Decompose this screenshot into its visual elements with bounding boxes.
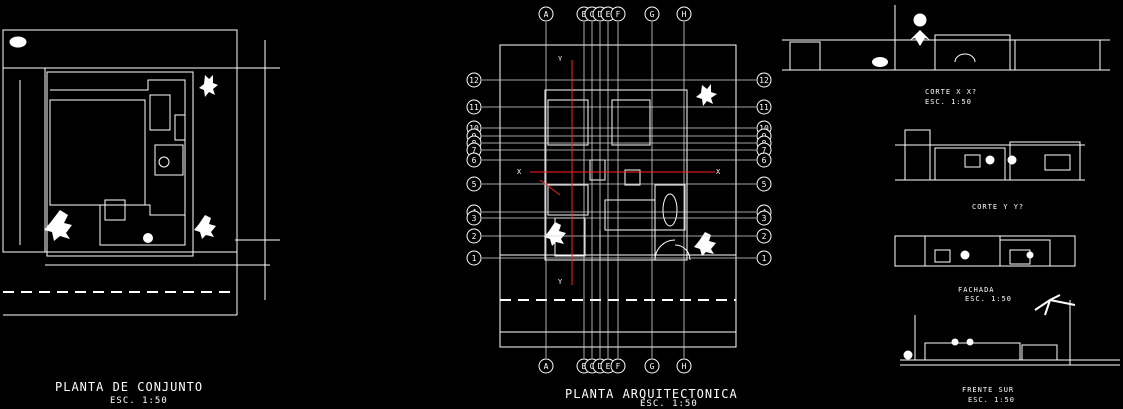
south-front-title: FRENTE SUR bbox=[962, 386, 1015, 394]
svg-text:C: C bbox=[590, 10, 595, 19]
svg-text:D: D bbox=[598, 10, 603, 19]
svg-text:5: 5 bbox=[472, 180, 477, 189]
svg-text:7: 7 bbox=[762, 146, 767, 155]
grid-bubble-row-right: 12 bbox=[756, 72, 772, 88]
svg-text:B: B bbox=[582, 362, 587, 371]
grid-bubble-row-left: 2 bbox=[466, 228, 482, 244]
svg-text:11: 11 bbox=[759, 103, 769, 112]
svg-text:10: 10 bbox=[759, 124, 769, 133]
svg-text:3: 3 bbox=[472, 214, 477, 223]
grid-bubble-col-bottom: F bbox=[610, 358, 626, 374]
grid-bubble-row-right: 1 bbox=[756, 250, 772, 266]
svg-text:6: 6 bbox=[762, 156, 767, 165]
svg-text:A: A bbox=[544, 10, 549, 19]
svg-text:E: E bbox=[606, 362, 611, 371]
section-marker-y-top: Y bbox=[558, 55, 564, 63]
svg-text:G: G bbox=[650, 10, 655, 19]
svg-text:2: 2 bbox=[472, 232, 477, 241]
grid-bubble-col-bottom: A bbox=[538, 358, 554, 374]
svg-text:3: 3 bbox=[762, 214, 767, 223]
svg-text:1: 1 bbox=[762, 254, 767, 263]
section-yy-title: CORTE Y Y? bbox=[972, 203, 1025, 211]
grid-bubble-row-left: 11 bbox=[466, 99, 482, 115]
svg-text:12: 12 bbox=[759, 76, 769, 85]
grid-bubble-row-right: 2 bbox=[756, 228, 772, 244]
svg-text:5: 5 bbox=[762, 180, 767, 189]
grid-bubble-row-left: 6 bbox=[466, 152, 482, 168]
svg-text:12: 12 bbox=[469, 76, 479, 85]
svg-text:F: F bbox=[616, 362, 621, 371]
elevations bbox=[782, 5, 1120, 366]
grid-bubble-row-right: 5 bbox=[756, 176, 772, 192]
architectural-plan-title: PLANTA ARQUITECTONICA bbox=[565, 387, 738, 401]
svg-text:7: 7 bbox=[472, 146, 477, 155]
grid-bubble-col-top: F bbox=[610, 6, 626, 22]
grid-bubble-col-bottom: H bbox=[676, 358, 692, 374]
structural-grid-bubbles: AABBCCDDEEFFGGHH121211111010998877665544… bbox=[466, 6, 772, 374]
section-cut-lines bbox=[530, 60, 715, 285]
svg-text:F: F bbox=[616, 10, 621, 19]
south-front-scale: ESC. 1:50 bbox=[968, 396, 1015, 404]
site-plan-scale: ESC. 1:50 bbox=[110, 396, 168, 406]
grid-bubble-row-left: 3 bbox=[466, 210, 482, 226]
svg-text:C: C bbox=[590, 362, 595, 371]
grid-bubble-col-bottom: G bbox=[644, 358, 660, 374]
section-xx-title: CORTE X X? bbox=[925, 88, 978, 96]
grid-bubble-col-top: A bbox=[538, 6, 554, 22]
svg-text:B: B bbox=[582, 10, 587, 19]
svg-text:6: 6 bbox=[472, 156, 477, 165]
grid-bubble-col-top: H bbox=[676, 6, 692, 22]
site-plan-title: PLANTA DE CONJUNTO bbox=[55, 380, 204, 394]
svg-text:H: H bbox=[682, 362, 687, 371]
grid-bubble-row-right: 3 bbox=[756, 210, 772, 226]
svg-text:11: 11 bbox=[469, 103, 479, 112]
svg-text:10: 10 bbox=[469, 124, 479, 133]
svg-text:D: D bbox=[598, 362, 603, 371]
grid-bubble-row-left: 1 bbox=[466, 250, 482, 266]
facade-title: FACHADA bbox=[958, 286, 995, 294]
svg-text:G: G bbox=[650, 362, 655, 371]
grid-bubble-row-right: 6 bbox=[756, 152, 772, 168]
grid-bubble-row-right: 11 bbox=[756, 99, 772, 115]
grid-bubble-row-left: 12 bbox=[466, 72, 482, 88]
svg-text:E: E bbox=[606, 10, 611, 19]
svg-text:1: 1 bbox=[472, 254, 477, 263]
section-marker-x-left: X bbox=[517, 168, 523, 176]
svg-text:2: 2 bbox=[762, 232, 767, 241]
facade-scale: ESC. 1:50 bbox=[965, 295, 1012, 303]
section-marker-y-bottom: Y bbox=[558, 278, 564, 286]
grid-bubble-row-left: 5 bbox=[466, 176, 482, 192]
site-plan bbox=[2, 29, 280, 316]
grid-bubble-col-top: G bbox=[644, 6, 660, 22]
svg-text:A: A bbox=[544, 362, 549, 371]
section-xx-scale: ESC. 1:50 bbox=[925, 98, 972, 106]
section-marker-x-right: X bbox=[716, 168, 722, 176]
svg-text:H: H bbox=[682, 10, 687, 19]
structural-grid-lines bbox=[482, 22, 756, 358]
architectural-plan-scale: ESC. 1:50 bbox=[640, 399, 698, 409]
